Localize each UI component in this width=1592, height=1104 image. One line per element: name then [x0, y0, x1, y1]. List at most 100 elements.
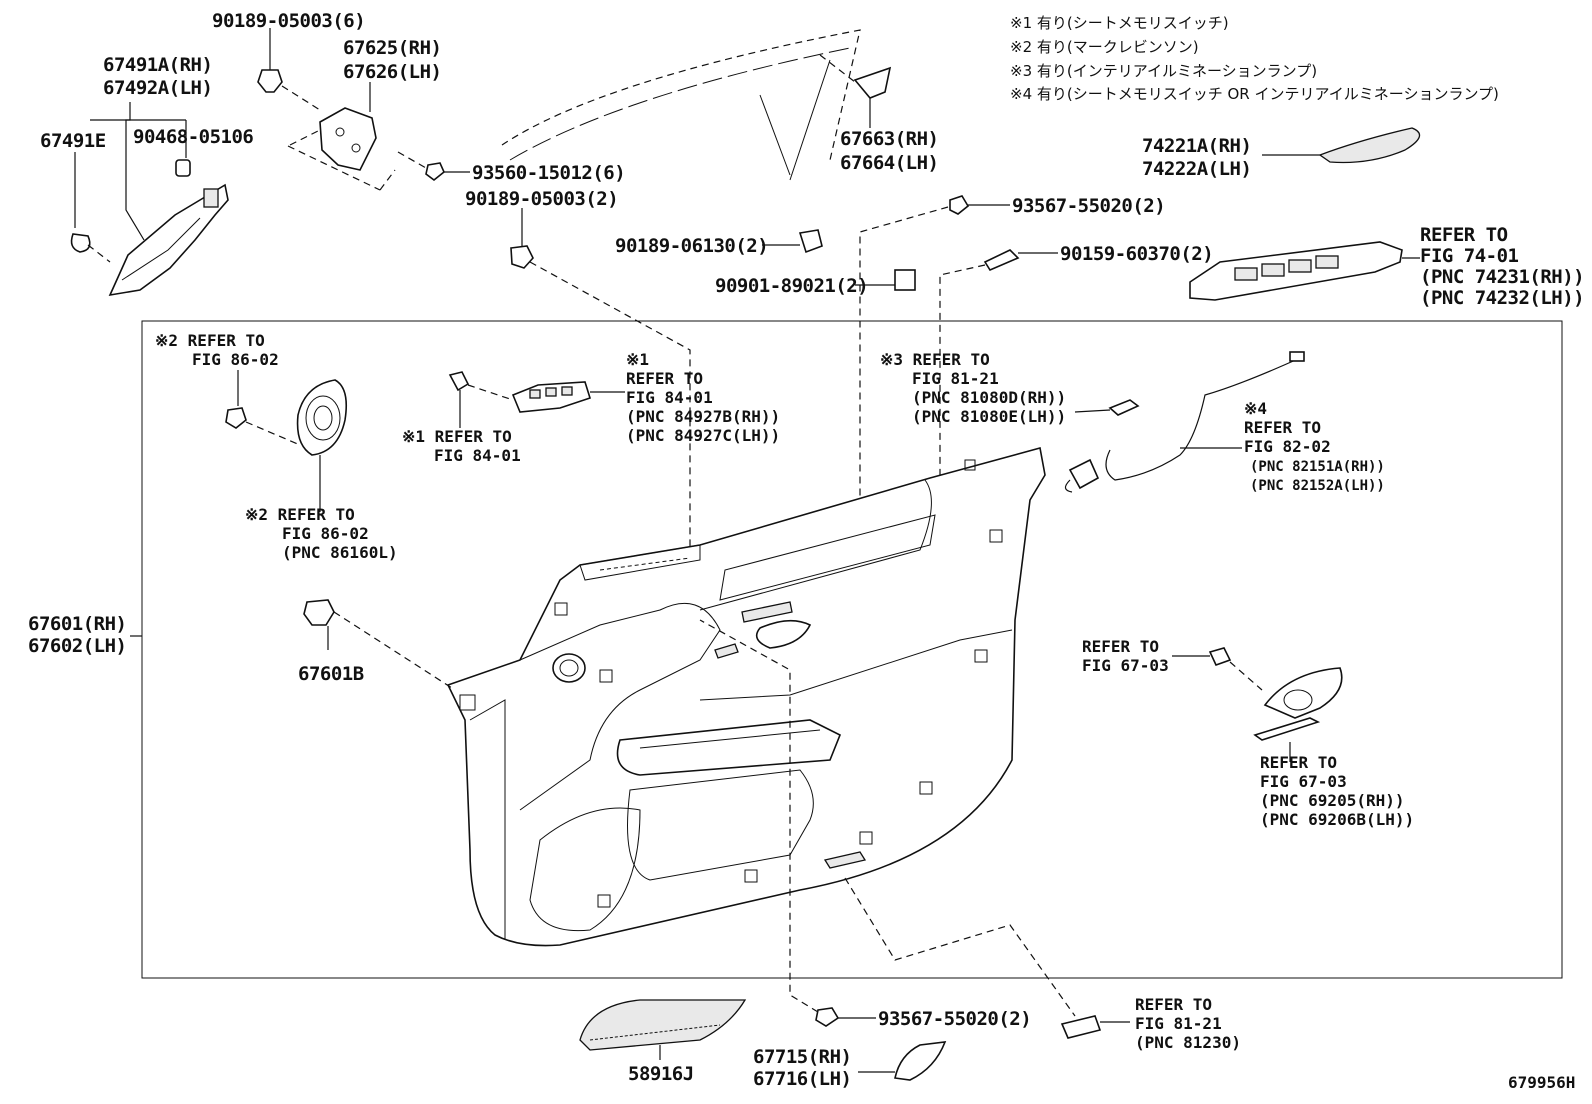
label-90189-05003-6: 90189-05003(6): [212, 10, 365, 32]
label-ref84a-4: (PNC 84927C(LH)): [626, 426, 780, 445]
dash-67663: [819, 54, 856, 83]
label-58916j: 58916J: [628, 1063, 694, 1085]
label-67601: 67601(RH): [28, 613, 126, 635]
leader-81080d: [1074, 409, 1111, 413]
label-ref81b-2: FIG 81-21: [1135, 1014, 1222, 1033]
label-67602: 67602(LH): [28, 635, 126, 657]
label-ref82-0: ※4: [1244, 399, 1267, 418]
dash-93567-bottom: [699, 619, 819, 1013]
dash-speaker-screw: [245, 421, 301, 446]
label-ref81a-4: (PNC 81080E(LH)): [912, 407, 1066, 426]
label-ref84a-3: (PNC 84927B(RH)): [626, 407, 780, 426]
label-ref74-4: (PNC 74232(LH)): [1420, 287, 1584, 309]
clip-67491e-icon: [70, 233, 91, 253]
notes-legend: ※1 有り(シートメモリスイッチ) ※2 有り(マークレビンソン) ※3 有り(…: [1010, 14, 1499, 103]
label-ref81a-3: (PNC 81080D(RH)): [912, 388, 1066, 407]
label-ref84b-1: ※1 REFER TO: [402, 427, 512, 446]
label-ref86b-3: (PNC 86160L): [282, 543, 398, 562]
label-67491a: 67491A(RH): [103, 54, 212, 76]
figure-id: 679956H: [1508, 1073, 1575, 1092]
label-ref86a-2: FIG 86-02: [192, 350, 279, 369]
label-ref81b-1: REFER TO: [1135, 995, 1212, 1014]
label-ref82-2: FIG 82-02: [1244, 437, 1331, 456]
assembly-frame: [141, 320, 1563, 979]
label-67492a: 67492A(LH): [103, 77, 212, 99]
note-1: ※1 有り(シートメモリスイッチ): [1010, 14, 1229, 32]
dash-90189-mid: [529, 261, 691, 620]
screw-93567-bottom-icon: [815, 1007, 840, 1027]
label-ref67b-3: (PNC 69205(RH)): [1260, 791, 1405, 810]
label-ref84a-0: ※1: [626, 350, 649, 369]
label-90189-06130: 90189-06130(2): [615, 235, 768, 257]
label-90159: 90159-60370(2): [1060, 243, 1213, 265]
clip-67601b-icon: [303, 599, 335, 626]
label-ref67a-1: REFER TO: [1082, 637, 1159, 656]
label-67716: 67716(LH): [753, 1068, 851, 1090]
label-ref81a-1: ※3 REFER TO: [880, 350, 990, 369]
wire-harness-82151a-part: [1064, 351, 1305, 493]
screw-67-03-icon: [1208, 647, 1232, 666]
nut-90901-icon: [894, 269, 916, 291]
note-4: ※4 有り(シートメモリスイッチ OR インテリアイルミネーションランプ): [1010, 85, 1499, 103]
bracket-67625-part: [287, 107, 396, 191]
label-90468: 90468-05106: [133, 126, 253, 148]
cover-67715-part: [894, 1041, 947, 1081]
lamp-81230-icon: [1060, 1015, 1102, 1039]
label-ref74-3: (PNC 74231(RH)): [1420, 266, 1584, 288]
window-switch-74231-part: [1189, 241, 1403, 301]
armrest-pad-74221a-part: [1318, 127, 1421, 164]
note-3: ※3 有り(インテリアイルミネーションランプ): [1010, 62, 1317, 80]
screw-84927-icon: [448, 371, 470, 392]
dash-81230: [844, 877, 1076, 1017]
label-93567-bottom: 93567-55020(2): [878, 1008, 1031, 1030]
screw-93560-icon: [425, 162, 445, 182]
memory-switch-84927b-part: [511, 381, 591, 413]
label-ref82-3: (PNC 82151A(RH)): [1250, 459, 1385, 475]
screw-90159-icon: [983, 249, 1020, 272]
label-93560: 93560-15012(6): [472, 162, 625, 184]
note-2: ※2 有り(マークレビンソン): [1010, 38, 1199, 56]
label-ref74-1: REFER TO: [1420, 224, 1508, 246]
label-67491e: 67491E: [40, 130, 106, 152]
lamp-81080d-icon: [1108, 399, 1140, 416]
label-ref67b-2: FIG 67-03: [1260, 772, 1347, 791]
label-ref67a-2: FIG 67-03: [1082, 656, 1169, 675]
label-ref84a-2: FIG 84-01: [626, 388, 713, 407]
inside-handle-69205-part: [1253, 667, 1343, 741]
leader-67491a: [125, 102, 145, 241]
label-67664: 67664(LH): [840, 152, 938, 174]
dash-67-03: [1229, 661, 1263, 691]
dash-93560: [397, 151, 427, 169]
label-67663: 67663(RH): [840, 128, 938, 150]
door-trim-panel-part: [446, 446, 1046, 947]
label-ref86b-1: ※2 REFER TO: [245, 505, 355, 524]
label-67625: 67625(RH): [343, 37, 441, 59]
label-ref82-1: REFER TO: [1244, 418, 1321, 437]
clip-90189-mid-icon: [510, 245, 534, 269]
screw-speaker-icon: [225, 407, 247, 429]
label-67601b: 67601B: [298, 663, 364, 685]
label-ref67b-1: REFER TO: [1260, 753, 1337, 772]
clip-90189-06130-icon: [798, 229, 823, 254]
label-ref74-2: FIG 74-01: [1420, 245, 1519, 267]
label-67715: 67715(RH): [753, 1046, 851, 1068]
clip-90468-icon: [175, 159, 191, 177]
label-ref81a-2: FIG 81-21: [912, 369, 999, 388]
label-93567-top: 93567-55020(2): [1012, 195, 1165, 217]
screw-93567-top-icon: [949, 195, 970, 215]
label-ref86b-2: FIG 86-02: [282, 524, 369, 543]
label-74221a: 74221A(RH): [1142, 135, 1251, 157]
label-74222a: 74222A(LH): [1142, 158, 1251, 180]
pocket-58916j-part: [579, 999, 747, 1051]
garnish-67663-part: [853, 66, 892, 99]
bracket-67491a-part: [108, 183, 229, 297]
label-90901: 90901-89021(2): [715, 275, 868, 297]
dash-90189-top: [281, 85, 321, 111]
dash-84927: [467, 384, 514, 401]
label-90189-05003-2: 90189-05003(2): [465, 188, 618, 210]
speaker-86160l-part: [296, 379, 348, 456]
label-ref84a-1: REFER TO: [626, 369, 703, 388]
leader-67491e-dash: [87, 244, 111, 263]
window-frame-outline: [501, 29, 861, 181]
